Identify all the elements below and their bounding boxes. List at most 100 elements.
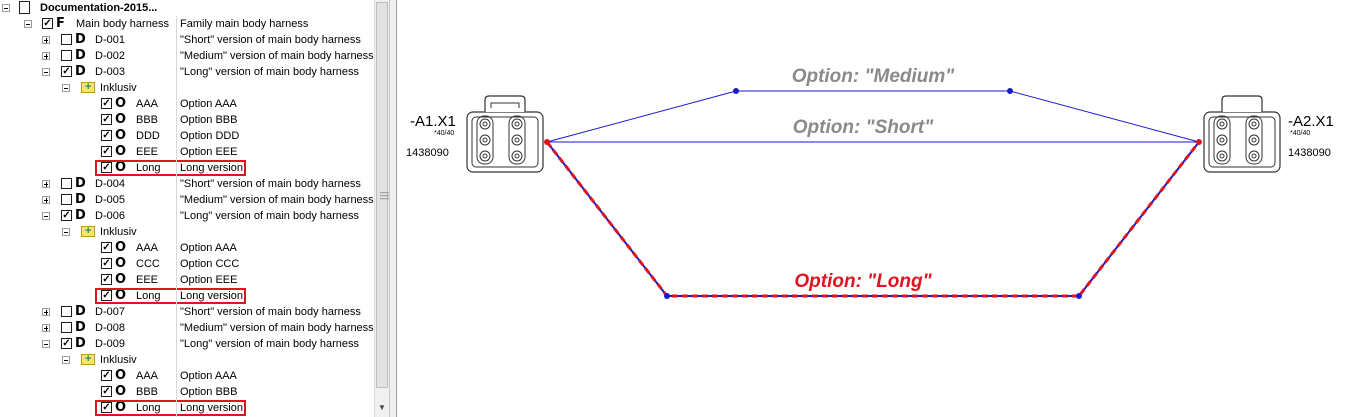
node-checkbox[interactable] <box>61 322 72 333</box>
wire-medium[interactable] <box>546 90 1200 143</box>
node-checkbox[interactable] <box>61 178 72 189</box>
node-label: AAA <box>136 98 159 110</box>
collapse-icon[interactable] <box>42 340 50 348</box>
tree-folder-node[interactable]: Inklusiv <box>0 80 374 96</box>
node-type-glyph: O <box>115 400 127 415</box>
wire-node[interactable] <box>544 139 550 145</box>
node-description: Option AAA <box>180 242 237 254</box>
node-label: EEE <box>136 274 159 286</box>
node-checkbox[interactable]: ✓ <box>101 242 112 253</box>
node-checkbox[interactable] <box>61 194 72 205</box>
wire-node[interactable] <box>1196 139 1202 145</box>
collapse-icon[interactable] <box>42 68 50 76</box>
node-checkbox[interactable]: ✓ <box>101 162 112 173</box>
node-label: AAA <box>136 242 159 254</box>
expand-icon[interactable] <box>42 36 50 44</box>
expand-icon[interactable] <box>42 180 50 188</box>
node-type-glyph: O <box>115 240 127 255</box>
wire-node[interactable] <box>1076 293 1082 299</box>
node-checkbox[interactable]: ✓ <box>101 290 112 301</box>
node-label: Inklusiv <box>100 82 137 94</box>
node-checkbox[interactable]: ✓ <box>101 386 112 397</box>
node-checkbox[interactable]: ✓ <box>101 402 112 413</box>
node-label: Main body harness <box>76 18 169 30</box>
node-checkbox[interactable]: ✓ <box>101 146 112 157</box>
scroll-thumb[interactable]: ——— <box>376 2 389 388</box>
node-description: Family main body harness <box>180 18 309 30</box>
panel-splitter[interactable] <box>389 0 397 417</box>
node-checkbox[interactable] <box>61 50 72 61</box>
expand-icon[interactable] <box>42 308 50 316</box>
collapse-icon[interactable] <box>42 212 50 220</box>
expand-icon[interactable] <box>42 52 50 60</box>
node-checkbox[interactable]: ✓ <box>101 258 112 269</box>
connector-left-part: 1438090 <box>406 147 449 159</box>
wire-node[interactable] <box>733 88 739 94</box>
node-checkbox[interactable]: ✓ <box>101 130 112 141</box>
node-checkbox[interactable]: ✓ <box>101 114 112 125</box>
node-description: Long version <box>180 402 243 414</box>
tree-node[interactable]: ✓O AAA Option AAA <box>0 240 374 256</box>
node-type-glyph: O <box>115 256 127 271</box>
document-icon <box>19 1 30 14</box>
tree-folder-node[interactable]: Inklusiv <box>0 352 374 368</box>
collapse-icon[interactable] <box>62 228 70 236</box>
node-type-glyph: O <box>115 112 127 127</box>
expand-icon[interactable] <box>42 196 50 204</box>
node-description: Option AAA <box>180 370 237 382</box>
tree-scrollbar[interactable]: ——— ▼ <box>374 0 389 417</box>
collapse-icon[interactable] <box>24 20 32 28</box>
node-description: Long version <box>180 162 243 174</box>
collapse-icon[interactable] <box>62 84 70 92</box>
node-label: AAA <box>136 370 159 382</box>
node-checkbox[interactable]: ✓ <box>101 98 112 109</box>
scroll-down-arrow-icon[interactable]: ▼ <box>378 403 386 412</box>
wire-node[interactable] <box>1007 88 1013 94</box>
node-checkbox[interactable]: ✓ <box>101 370 112 381</box>
node-description: "Medium" version of main body harness <box>180 322 374 334</box>
collapse-icon[interactable] <box>2 4 10 12</box>
expand-icon[interactable] <box>42 324 50 332</box>
connector-a1-x1[interactable] <box>466 95 544 173</box>
tree-node[interactable]: Documentation-2015... <box>0 0 374 16</box>
node-checkbox[interactable]: ✓ <box>42 18 53 29</box>
tree-folder-node[interactable]: Inklusiv <box>0 224 374 240</box>
node-checkbox[interactable] <box>61 34 72 45</box>
node-checkbox[interactable] <box>61 306 72 317</box>
harness-diagram-canvas[interactable]: Option: "Medium" Option: "Short" Option:… <box>397 0 1345 417</box>
connector-left-pins: *40/40 <box>434 130 454 137</box>
node-checkbox[interactable]: ✓ <box>61 210 72 221</box>
node-checkbox[interactable]: ✓ <box>61 66 72 77</box>
node-type-glyph: D <box>75 320 86 335</box>
node-checkbox[interactable]: ✓ <box>61 338 72 349</box>
node-label: Long <box>136 290 161 302</box>
collapse-icon[interactable] <box>62 356 70 364</box>
connector-a2-x1[interactable] <box>1203 95 1281 173</box>
node-checkbox[interactable]: ✓ <box>101 274 112 285</box>
node-type-glyph: O <box>115 128 127 143</box>
node-type-glyph: O <box>115 144 127 159</box>
wire-node[interactable] <box>664 293 670 299</box>
